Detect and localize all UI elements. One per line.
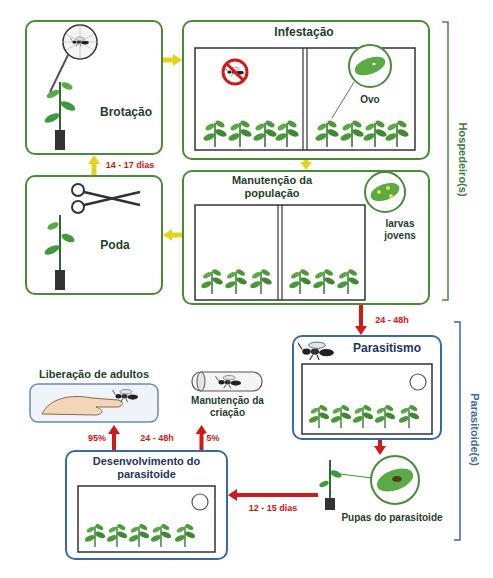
rearing-tube [192, 372, 262, 391]
node-title: Desenvolvimento do parasitoide [76, 455, 217, 481]
time-label: 12 - 15 dias [248, 503, 299, 514]
node-title: Brotação [93, 105, 159, 119]
inset-label: Ovo [360, 94, 379, 106]
group-label: Hospedeiro(s) [455, 123, 468, 197]
pupa-plant [318, 456, 419, 510]
node-title: Pupas do parasitoide [338, 512, 446, 524]
parasitism-cage [298, 342, 432, 434]
arrow-line [359, 305, 363, 326]
development-cage [78, 486, 215, 552]
release-hand [30, 384, 158, 422]
arrow-head [108, 425, 120, 434]
population-cage [195, 172, 405, 300]
process-box: Infestação [182, 20, 430, 160]
arrow-head [355, 326, 367, 335]
arrow-line [112, 434, 116, 450]
arrow-line [378, 440, 382, 446]
stage-figure: Liberação de adultos [25, 368, 163, 425]
arrow-head [374, 446, 386, 455]
node-title: Infestação [182, 25, 426, 39]
arrow-line [92, 164, 97, 175]
arrow-head [88, 155, 100, 164]
arrow-line [163, 58, 173, 63]
arrow-line [237, 493, 318, 497]
time-label: 24 - 48h [140, 433, 174, 444]
node-title: Manutenção da população [222, 174, 322, 200]
arrow-line [304, 160, 309, 162]
node-title: Parasitismo [338, 341, 436, 355]
flow-arrow [300, 160, 312, 170]
process-box: Brotação [25, 20, 163, 155]
process-box: Desenvolvimento do parasitoide [65, 450, 228, 560]
infestation-cage [195, 45, 415, 150]
time-label: 14 - 17 dias [105, 160, 156, 171]
stage-figure: Manutenção da criação [175, 368, 280, 425]
arrow-head [163, 229, 172, 241]
time-label: 24 - 48h [374, 315, 410, 326]
flow-arrow [355, 305, 367, 335]
group-label: Parasitoide(s) [467, 394, 480, 467]
flow-arrow [374, 440, 386, 455]
flow-arrow [88, 155, 100, 175]
node-title: Poda [83, 238, 147, 252]
inset-label: larvas jovens [375, 218, 425, 242]
process-box: Parasitismo [292, 335, 442, 440]
arrow-head [300, 162, 312, 170]
node-title: Manutenção da criação [175, 395, 280, 419]
flow-arrow [108, 425, 120, 450]
net-and-plant [43, 25, 97, 150]
flow-arrow [228, 489, 318, 501]
flow-arrow [163, 54, 182, 66]
arrow-head [173, 54, 182, 66]
node-title: Liberação de adultos [25, 368, 163, 381]
process-box: Poda [25, 175, 163, 295]
time-label: 95% [87, 433, 107, 444]
group-brackets [442, 22, 460, 540]
stage-figure: Pupas do parasitoide [318, 455, 448, 535]
arrow-head [228, 489, 237, 501]
time-label: 5% [205, 433, 220, 444]
flow-arrow [163, 229, 182, 241]
arrow-line [172, 233, 182, 238]
pruning-scissors-and-plant [43, 184, 140, 290]
arrow-line [200, 434, 204, 450]
